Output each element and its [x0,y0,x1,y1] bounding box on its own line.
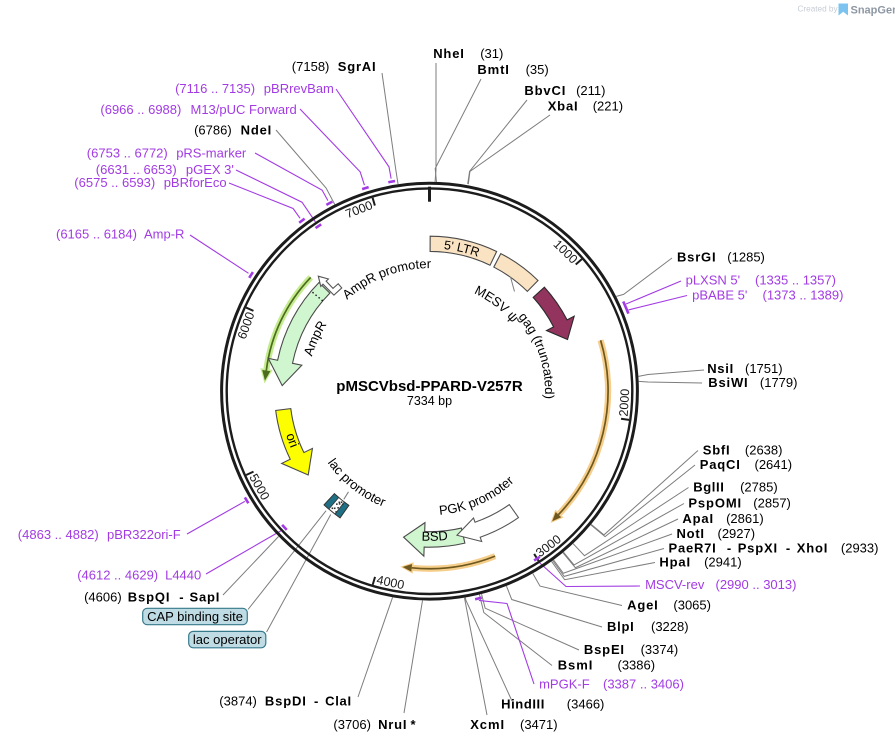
svg-text:(6753 .. 6772): (6753 .. 6772) [87,145,168,160]
svg-text:ApaI: ApaI [682,511,713,526]
svg-text:(3228): (3228) [651,619,689,634]
svg-text:(1751): (1751) [745,361,783,376]
svg-text:(1779): (1779) [760,375,798,390]
svg-text:(1373 .. 1389): (1373 .. 1389) [763,288,844,303]
svg-text:NotI: NotI [677,526,705,541]
svg-text:(35): (35) [526,62,549,77]
svg-text:(2785): (2785) [740,480,778,495]
svg-text:BbvCI: BbvCI [524,83,565,98]
svg-text:(2861): (2861) [726,511,764,526]
svg-text:2000: 2000 [617,388,633,417]
svg-text:pRS-marker: pRS-marker [176,145,247,160]
svg-text:HpaI: HpaI [659,555,690,570]
svg-text:(3374): (3374) [641,642,679,657]
svg-text:BmtI: BmtI [477,62,508,77]
svg-text:pBRrevBam: pBRrevBam [264,81,334,96]
svg-text:(3874): (3874) [219,693,257,708]
svg-text:lac operator: lac operator [193,632,262,647]
svg-text:Amp-R: Amp-R [144,227,184,242]
svg-text:BlpI: BlpI [607,619,634,634]
svg-text:-: - [314,693,318,708]
svg-text:pMSCVbsd-PPARD-V257R: pMSCVbsd-PPARD-V257R [336,378,523,395]
svg-text:PspOMI: PspOMI [688,496,741,511]
svg-text:SnapGene: SnapGene [851,5,895,17]
svg-text:pBRforEco: pBRforEco [164,175,227,190]
svg-text:MSCV-rev: MSCV-rev [645,577,705,592]
svg-text:(6966 .. 6988): (6966 .. 6988) [100,102,181,117]
svg-text:NsiI: NsiI [707,361,733,376]
svg-text:BspEI: BspEI [584,642,624,657]
svg-text:CAP binding site: CAP binding site [147,609,243,624]
svg-text:BSD: BSD [421,528,448,544]
svg-text:BglII: BglII [693,480,724,495]
svg-text:M13/pUC Forward: M13/pUC Forward [191,102,297,117]
svg-text:PaeR7I: PaeR7I [669,540,716,555]
svg-text:pBABE 5': pBABE 5' [692,288,747,303]
svg-text:(7116 .. 7135): (7116 .. 7135) [175,81,255,96]
svg-text:(4612 .. 4629): (4612 .. 4629) [77,567,158,582]
svg-text:Created by: Created by [798,5,839,14]
svg-text:(1335 .. 1357): (1335 .. 1357) [755,273,836,288]
svg-text:BsiWI: BsiWI [708,375,747,390]
svg-text:NdeI: NdeI [241,123,272,138]
svg-text:(6575 .. 6593): (6575 .. 6593) [74,175,155,190]
svg-text:NheI: NheI [433,46,464,61]
svg-text:(6786): (6786) [194,123,232,138]
svg-text:(4606): (4606) [84,589,122,604]
svg-text:(2857): (2857) [753,496,791,511]
svg-text:PaqCI: PaqCI [700,457,740,472]
svg-text:(211): (211) [576,83,605,98]
svg-text:(7158): (7158) [292,59,330,74]
svg-text:7334 bp: 7334 bp [407,394,452,408]
svg-text:(221): (221) [593,99,623,114]
svg-text:PspXI: PspXI [738,540,777,555]
svg-text:(3706): (3706) [333,717,371,732]
svg-text:(6165 .. 6184): (6165 .. 6184) [56,227,137,242]
svg-text:(2933): (2933) [841,540,879,555]
svg-text:-: - [786,540,790,555]
svg-text:(31): (31) [480,46,503,61]
svg-text:(3471): (3471) [520,717,558,732]
svg-text:pBR322ori-F: pBR322ori-F [107,527,181,542]
svg-text:BsrGI: BsrGI [677,250,716,265]
svg-text:HindIII: HindIII [501,697,544,712]
svg-text:(2927): (2927) [718,526,756,541]
svg-text:pLXSN 5': pLXSN 5' [686,273,741,288]
svg-text:BspDI: BspDI [265,693,306,708]
svg-text:BspQI: BspQI [128,589,170,604]
svg-text:SbfI: SbfI [703,443,730,458]
svg-text:(2990 .. 3013): (2990 .. 3013) [716,577,797,592]
svg-text:-: - [727,540,731,555]
svg-text:XcmI: XcmI [470,717,504,732]
svg-text:XbaI: XbaI [548,99,578,114]
svg-text:(1285): (1285) [727,250,765,265]
svg-text:ClaI: ClaI [325,693,351,708]
svg-text:(3065): (3065) [673,598,711,613]
svg-text:(2638): (2638) [745,443,783,458]
svg-text:(2941): (2941) [704,555,742,570]
svg-text:SapI: SapI [190,589,220,604]
svg-text:BsmI: BsmI [558,657,593,672]
svg-text:(3386): (3386) [618,657,656,672]
svg-text:mPGK-F: mPGK-F [539,676,590,691]
svg-text:NruI: NruI [378,717,406,732]
svg-text:(2641): (2641) [755,457,793,472]
svg-text:(3466): (3466) [567,697,605,712]
svg-text:-: - [179,589,183,604]
svg-text:(4863 .. 4882): (4863 .. 4882) [18,527,99,542]
svg-text:XhoI: XhoI [797,540,828,555]
svg-text:L4440: L4440 [165,567,201,582]
svg-text:SgrAI: SgrAI [338,59,376,74]
svg-text:(3387 .. 3406): (3387 .. 3406) [603,676,684,691]
svg-text:AgeI: AgeI [627,598,658,613]
